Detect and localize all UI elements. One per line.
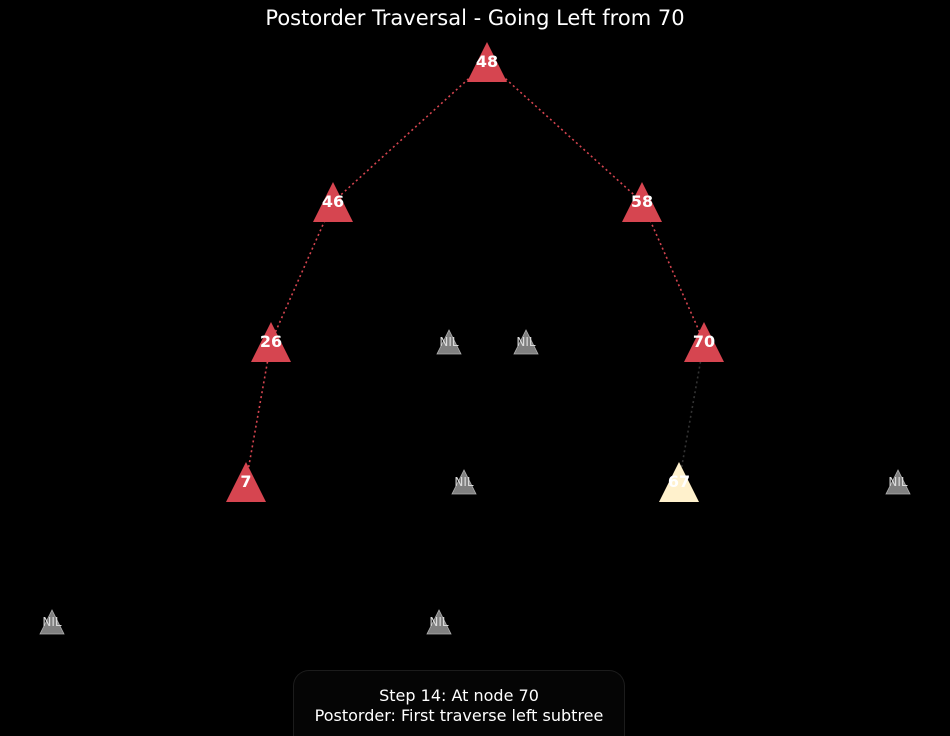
nil-markers: NIL NIL NIL NIL NIL NIL bbox=[39, 329, 911, 635]
tree-node-46 bbox=[313, 182, 353, 222]
tree-node-label-67: 67 bbox=[668, 472, 690, 491]
nil-marker-4 bbox=[885, 469, 911, 495]
nil-label-2: NIL bbox=[516, 335, 536, 349]
nil-label-4: NIL bbox=[888, 475, 908, 489]
tree-edge-48-58 bbox=[486, 61, 643, 203]
tree-node-67 bbox=[659, 462, 699, 502]
tree-edge-70-67 bbox=[678, 341, 705, 483]
nil-label-3: NIL bbox=[454, 475, 474, 489]
tree-node-label-26: 26 bbox=[260, 332, 282, 351]
tree-edge-26-7 bbox=[245, 341, 272, 483]
nil-label-1: NIL bbox=[439, 335, 459, 349]
tree-node-48 bbox=[467, 42, 507, 82]
tree-node-label-58: 58 bbox=[631, 192, 653, 211]
nil-marker-6 bbox=[426, 609, 452, 635]
diagram-title: Postorder Traversal - Going Left from 70 bbox=[265, 6, 685, 30]
status-box: Step 14: At node 70 Postorder: First tra… bbox=[293, 670, 625, 736]
tree-edge-48-46 bbox=[332, 61, 488, 203]
tree-edge-46-26 bbox=[270, 201, 334, 343]
nil-marker-1 bbox=[436, 329, 462, 355]
nil-marker-3 bbox=[451, 469, 477, 495]
nil-label-6: NIL bbox=[429, 615, 449, 629]
nil-label-5: NIL bbox=[42, 615, 62, 629]
tree-node-70 bbox=[684, 322, 724, 362]
tree-node-label-70: 70 bbox=[693, 332, 715, 351]
status-step-text: Step 14: At node 70 bbox=[379, 686, 539, 705]
status-description-text: Postorder: First traverse left subtree bbox=[314, 706, 604, 725]
tree-node-label-46: 46 bbox=[322, 192, 344, 211]
tree-node-7 bbox=[226, 462, 266, 502]
tree-node-label-7: 7 bbox=[240, 472, 251, 491]
tree-edges bbox=[245, 61, 705, 483]
tree-nodes: 48 46 58 26 70 7 67 bbox=[226, 42, 724, 502]
nil-marker-2 bbox=[513, 329, 539, 355]
nil-marker-5 bbox=[39, 609, 65, 635]
tree-node-26 bbox=[251, 322, 291, 362]
tree-edge-58-70 bbox=[641, 201, 705, 343]
tree-node-58 bbox=[622, 182, 662, 222]
tree-node-label-48: 48 bbox=[476, 52, 498, 71]
